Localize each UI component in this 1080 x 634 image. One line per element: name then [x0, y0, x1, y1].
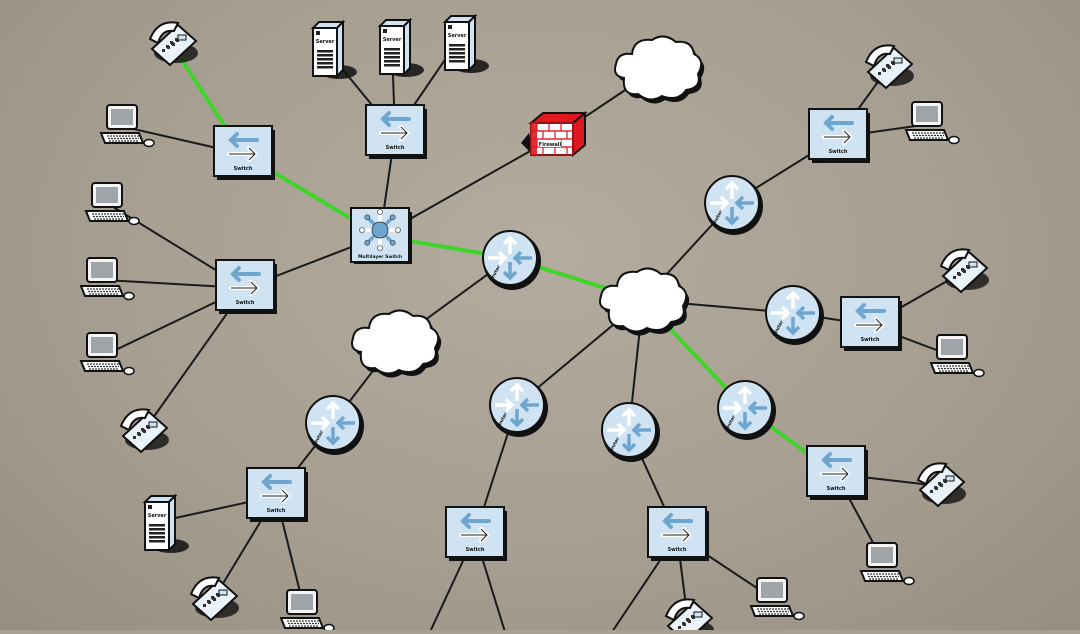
desktop-computer-icon[interactable] — [279, 589, 335, 633]
router-icon[interactable]: Router — [601, 402, 660, 462]
desktop-computer-icon[interactable] — [99, 104, 155, 148]
server-icon[interactable]: Server — [142, 493, 189, 553]
server-icon[interactable]: Server — [377, 17, 424, 77]
router-icon[interactable]: Router — [489, 377, 548, 437]
switch-icon[interactable]: Switch — [246, 467, 308, 522]
device-label: Switch — [861, 337, 880, 343]
ip-phone-icon[interactable] — [864, 44, 914, 90]
switch-icon[interactable]: Switch — [840, 296, 902, 351]
desktop-computer-icon[interactable] — [929, 334, 985, 378]
device-label: Server — [448, 33, 467, 39]
desktop-computer-icon[interactable] — [859, 542, 915, 586]
switch-icon[interactable]: Switch — [445, 506, 507, 561]
ip-phone-icon[interactable] — [119, 408, 169, 454]
device-label: Switch — [827, 486, 846, 492]
router-icon[interactable]: Router — [482, 230, 541, 290]
device-label: Server — [148, 513, 167, 519]
ip-phone-icon[interactable] — [916, 462, 966, 508]
device-label: Server — [316, 39, 335, 45]
cloud-icon[interactable] — [614, 35, 705, 104]
switch-icon[interactable]: Switch — [806, 445, 868, 500]
ip-phone-icon[interactable] — [189, 576, 239, 622]
desktop-computer-icon[interactable] — [749, 577, 805, 621]
switch-icon[interactable]: Switch — [808, 108, 870, 163]
ip-phone-icon[interactable] — [664, 598, 714, 634]
firewall-icon[interactable]: Firewall — [521, 110, 588, 158]
device-label: Switch — [668, 547, 687, 553]
server-icon[interactable]: Server — [442, 13, 489, 73]
server-icon[interactable]: Server — [310, 19, 357, 79]
switch-icon[interactable]: Switch — [647, 506, 709, 561]
cloud-icon[interactable] — [599, 267, 690, 336]
device-label: Switch — [829, 149, 848, 155]
desktop-computer-icon[interactable] — [79, 332, 135, 376]
cloud-icon[interactable] — [351, 309, 442, 378]
switch-icon[interactable]: Switch — [215, 259, 277, 314]
desktop-computer-icon[interactable] — [79, 257, 135, 301]
router-icon[interactable]: Router — [717, 380, 776, 440]
router-icon[interactable]: Router — [765, 285, 824, 345]
desktop-computer-icon[interactable] — [84, 182, 140, 226]
device-label: Switch — [386, 145, 405, 151]
switch-icon[interactable]: Switch — [213, 125, 275, 180]
multilayer-switch-icon[interactable]: Multilayer Switch — [350, 207, 412, 264]
ip-phone-icon[interactable] — [939, 248, 989, 294]
device-label: Switch — [234, 166, 253, 172]
desktop-computer-icon[interactable] — [904, 101, 960, 145]
device-label: Server — [383, 37, 402, 43]
router-icon[interactable]: Router — [704, 175, 763, 235]
device-label: Multilayer Switch — [358, 254, 402, 260]
device-label: Switch — [236, 300, 255, 306]
switch-icon[interactable]: Switch — [365, 104, 427, 159]
device-label: Switch — [267, 508, 286, 514]
ip-phone-icon[interactable] — [148, 21, 198, 67]
device-label: Firewall — [539, 142, 562, 148]
router-icon[interactable]: Router — [305, 395, 364, 455]
device-label: Switch — [466, 547, 485, 553]
